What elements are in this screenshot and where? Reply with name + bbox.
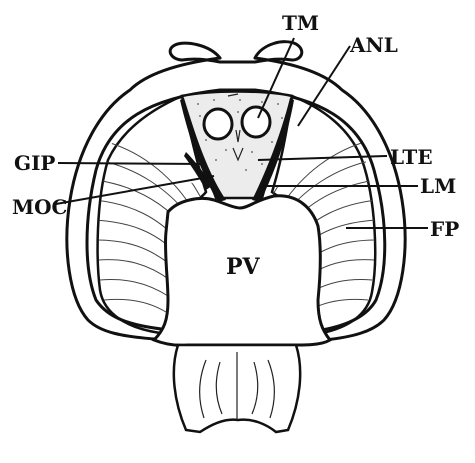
label-lm: LM <box>420 174 456 198</box>
right-ventricle <box>242 107 270 137</box>
left-ventricle <box>204 109 232 139</box>
label-pv: PV <box>226 254 261 280</box>
gip-leader <box>58 163 206 164</box>
label-lte: LTE <box>390 145 433 169</box>
top-ridge <box>170 42 302 62</box>
label-anl: ANL <box>349 33 398 57</box>
label-fp: FP <box>430 217 459 241</box>
label-gip: GIP <box>14 151 55 175</box>
label-tm: TM <box>282 11 319 35</box>
label-moc: MOC <box>12 195 67 219</box>
